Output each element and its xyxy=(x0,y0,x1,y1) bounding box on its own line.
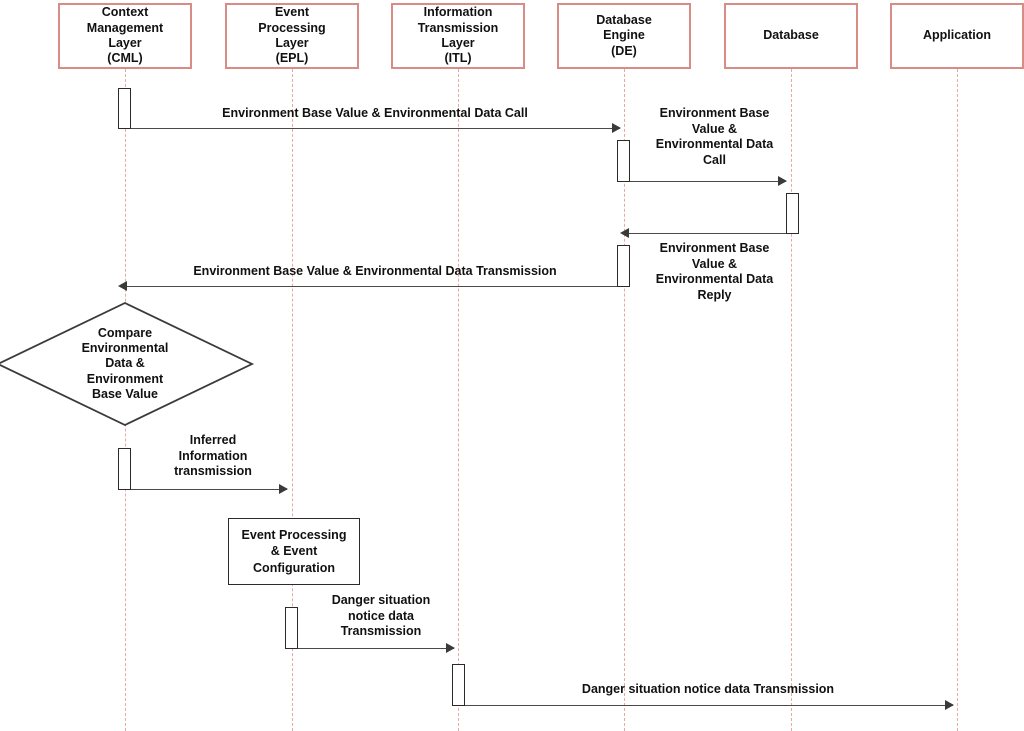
activation-de-1 xyxy=(617,140,630,182)
lifeline-itl xyxy=(458,69,459,731)
arrowhead-right-icon-6 xyxy=(446,643,455,653)
arrowhead-right-icon-2 xyxy=(778,176,787,186)
activation-database-1 xyxy=(786,193,799,234)
message-line-7 xyxy=(458,705,953,706)
message-line-4 xyxy=(126,286,624,287)
activation-cml-1 xyxy=(118,88,131,129)
participant-de[interactable]: Database Engine (DE) xyxy=(557,3,691,69)
lifeline-epl xyxy=(292,69,293,731)
arrowhead-left-icon-4 xyxy=(118,281,127,291)
participant-application[interactable]: Application xyxy=(890,3,1024,69)
decision-diamond-compare: Compare Environmental Data & Environment… xyxy=(0,302,255,426)
arrowhead-left-icon-3 xyxy=(620,228,629,238)
activation-epl-1 xyxy=(285,607,298,649)
message-line-3 xyxy=(628,233,791,234)
participant-epl[interactable]: Event Processing Layer (EPL) xyxy=(225,3,359,69)
lifeline-de xyxy=(624,69,625,731)
decision-diamond-label: Compare Environmental Data & Environment… xyxy=(81,325,169,401)
message-label-3: Environment Base Value & Environmental D… xyxy=(655,241,774,302)
message-label-1: Environment Base Value & Environmental D… xyxy=(222,106,528,120)
lifeline-app xyxy=(957,69,958,731)
arrowhead-right-icon-7 xyxy=(945,700,954,710)
participant-itl[interactable]: Information Transmission Layer (ITL) xyxy=(391,3,525,69)
message-line-2 xyxy=(624,181,786,182)
message-line-5 xyxy=(125,489,287,490)
activation-itl-1 xyxy=(452,664,465,706)
message-label-7: Danger situation notice data Transmissio… xyxy=(581,682,835,696)
message-label-4: Environment Base Value & Environmental D… xyxy=(193,264,557,278)
decision-diamond-shape-icon xyxy=(0,302,255,426)
activation-cml-2 xyxy=(118,448,131,490)
participant-db[interactable]: Database xyxy=(724,3,858,69)
message-label-5: Inferred Information transmission xyxy=(174,433,252,479)
message-line-6 xyxy=(292,648,454,649)
message-line-1 xyxy=(125,128,620,129)
lifeline-db xyxy=(791,69,792,731)
process-box-event-processing[interactable]: Event Processing & Event Configuration xyxy=(228,518,360,585)
message-label-2: Environment Base Value & Environmental D… xyxy=(655,106,774,167)
activation-de-2 xyxy=(617,245,630,287)
arrowhead-right-icon-5 xyxy=(279,484,288,494)
message-label-6: Danger situation notice data Transmissio… xyxy=(331,593,431,639)
arrowhead-right-icon-1 xyxy=(612,123,621,133)
participant-cml[interactable]: Context Management Layer (CML) xyxy=(58,3,192,69)
